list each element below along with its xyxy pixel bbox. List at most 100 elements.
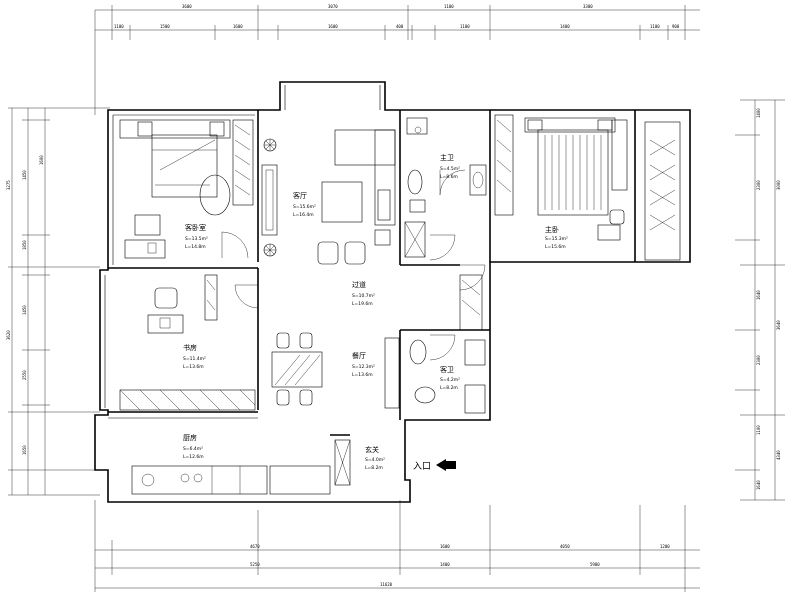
right-dim-3: 4340 bbox=[776, 450, 781, 460]
room-name-foyer: 玄关 bbox=[365, 445, 379, 454]
bottom-dimensions: 4670 1600 4050 1200 5250 1400 5900 11620 bbox=[94, 500, 700, 592]
top-inner-dim-1: 1100 bbox=[114, 24, 124, 29]
left-inner-dim-3: 1450 bbox=[22, 305, 27, 315]
top-inner-dim-9: 900 bbox=[672, 24, 680, 29]
room-area-living-room: S=15.6m² bbox=[293, 204, 316, 210]
bookshelf bbox=[204, 274, 218, 321]
room-name-guest-bedroom: 客卧室 bbox=[185, 223, 206, 232]
guest-desk bbox=[124, 239, 166, 259]
left-inner-dim-1: 1450 bbox=[22, 170, 27, 180]
study-door bbox=[234, 284, 259, 309]
walk-in-closet bbox=[644, 121, 681, 261]
bottom-total-1: 5250 bbox=[250, 562, 260, 567]
room-area-guest-bedroom: S=13.5m² bbox=[185, 236, 208, 242]
dining-chair bbox=[276, 332, 290, 349]
room-name-living-room: 客厅 bbox=[293, 191, 307, 200]
room-area-study: S=11.4m² bbox=[183, 356, 206, 362]
guest-bed bbox=[151, 134, 218, 198]
exterior-walls bbox=[94, 81, 691, 503]
coffee-table bbox=[321, 181, 363, 223]
right-inner-dim-3: 1640 bbox=[756, 290, 761, 300]
room-name-study: 书房 bbox=[183, 343, 197, 352]
sink-icon bbox=[141, 473, 155, 487]
room-area-guest-bath: S=4.2m² bbox=[440, 377, 460, 383]
room-len-corridor: L=19.6m bbox=[352, 301, 373, 307]
room-name-master-bedroom: 主卧 bbox=[545, 225, 559, 234]
left-dim-1: 3275 bbox=[6, 180, 11, 190]
study-storage bbox=[119, 389, 256, 411]
sideboard bbox=[384, 337, 400, 409]
master-bed bbox=[537, 129, 609, 216]
entry-label: 入口 bbox=[413, 461, 431, 472]
master-wardrobe bbox=[494, 114, 514, 216]
room-area-master-bedroom: S=15.3m² bbox=[545, 236, 568, 242]
left-inner-dim-5: 1650 bbox=[22, 445, 27, 455]
right-inner-dim-4: 2300 bbox=[756, 355, 761, 365]
room-len-foyer: L=8.2m bbox=[365, 465, 383, 471]
bottom-dim-2: 1600 bbox=[440, 544, 450, 549]
right-inner-dim-2: 2300 bbox=[756, 180, 761, 190]
bottom-dim-1: 4670 bbox=[250, 544, 260, 549]
study-furniture: 书房 S=11.4m² L=13.6m bbox=[119, 274, 256, 411]
overall-dim: 11620 bbox=[380, 582, 393, 587]
top-inner-dim-5: 400 bbox=[396, 24, 404, 29]
guest-washer bbox=[464, 384, 486, 414]
room-area-kitchen: S=6.4m² bbox=[183, 446, 203, 452]
top-inner-dim-2: 1500 bbox=[160, 24, 170, 29]
sofa-top bbox=[334, 129, 396, 166]
room-len-guest-bedroom: L=14.8m bbox=[185, 244, 206, 250]
guest-bedroom-furniture: 客卧室 S=13.5m² L=14.8m bbox=[119, 119, 254, 259]
right-dim-1: 3000 bbox=[776, 180, 781, 190]
bottom-total-2: 1400 bbox=[440, 562, 450, 567]
room-len-guest-bath: L=8.2m bbox=[440, 385, 458, 391]
round-rug bbox=[199, 174, 231, 216]
right-inner-dim-5: 1100 bbox=[756, 425, 761, 435]
room-name-dining: 餐厅 bbox=[352, 351, 366, 360]
kitchen-counter bbox=[131, 465, 268, 495]
interior-walls bbox=[108, 110, 636, 436]
room-name-kitchen: 厨房 bbox=[183, 433, 197, 442]
top-dim-1: 3600 bbox=[182, 4, 192, 9]
guest-bedroom-door bbox=[221, 231, 249, 259]
room-len-kitchen: L=12.6m bbox=[183, 454, 204, 460]
study-chair bbox=[154, 287, 178, 309]
left-dimensions: 3275 3620 1450 1850 1450 2550 1650 1600 bbox=[6, 107, 110, 496]
bottom-total-3: 5900 bbox=[590, 562, 600, 567]
plant-icon bbox=[263, 243, 277, 257]
top-dim-3: 1100 bbox=[444, 4, 454, 9]
right-inner-dim-1: 1400 bbox=[756, 108, 761, 118]
room-area-foyer: S=4.0m² bbox=[365, 457, 385, 463]
bottom-dim-3: 4050 bbox=[560, 544, 570, 549]
left-inner-dim-6: 1600 bbox=[39, 155, 44, 165]
room-name-guest-bath: 客卫 bbox=[440, 365, 454, 374]
master-desk bbox=[597, 224, 621, 241]
guest-sink bbox=[409, 339, 427, 365]
living-room-furniture: 客厅 S=15.6m² L=16.4m bbox=[261, 129, 396, 265]
guest-bath-fixtures: 客卫 S=4.2m² L=8.2m bbox=[409, 274, 486, 414]
dining-table bbox=[271, 351, 323, 388]
dining-chair bbox=[299, 389, 313, 406]
room-len-master-bath: L=8.6m bbox=[440, 174, 458, 180]
toilet bbox=[407, 169, 423, 195]
dining-chair bbox=[299, 332, 313, 349]
top-inner-dim-7: 1400 bbox=[560, 24, 570, 29]
room-len-study: L=13.6m bbox=[183, 364, 204, 370]
left-inner-dim-2: 1850 bbox=[22, 240, 27, 250]
guest-bath-door bbox=[429, 334, 456, 361]
top-inner-dim-4: 1600 bbox=[328, 24, 338, 29]
armchair bbox=[344, 241, 366, 265]
foyer: 玄关 S=4.0m² L=8.2m 入口 bbox=[334, 439, 456, 486]
hall-door bbox=[459, 264, 486, 291]
top-dim-4: 3300 bbox=[583, 4, 593, 9]
room-area-master-bath: S=4.5m² bbox=[440, 166, 460, 172]
right-dim-2: 3640 bbox=[776, 320, 781, 330]
room-area-corridor: S=10.7m² bbox=[352, 293, 375, 299]
room-len-living-room: L=16.4m bbox=[293, 212, 314, 218]
dining-chair bbox=[276, 389, 290, 406]
guest-toilet bbox=[414, 386, 436, 404]
bath-cabinet bbox=[404, 221, 426, 258]
top-dim-2: 3070 bbox=[328, 4, 338, 9]
fridge-counter bbox=[269, 465, 331, 495]
shower bbox=[469, 164, 487, 196]
